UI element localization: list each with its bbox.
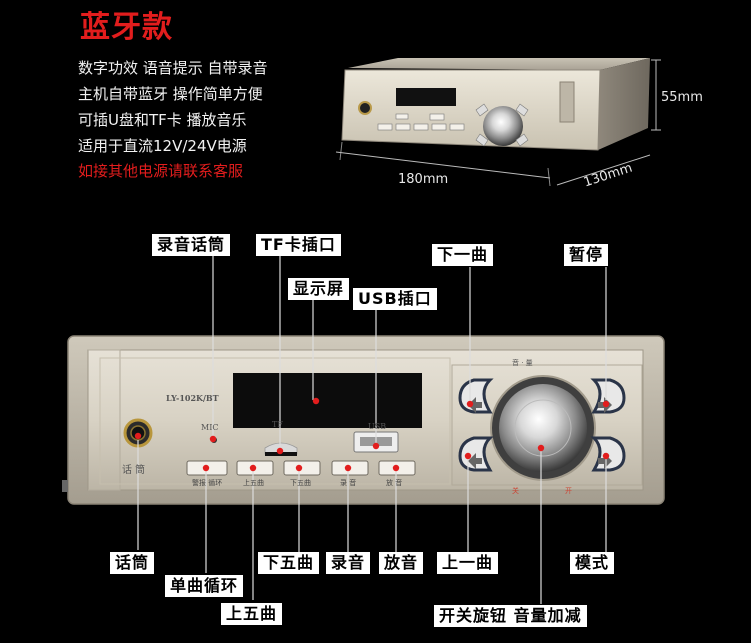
spec-line-3: 可插U盘和TF卡 播放音乐 — [78, 111, 247, 129]
panel-usb-mark: USB — [368, 422, 387, 431]
contact-note: 如接其他电源请联系客服 — [78, 162, 244, 180]
button-label-play: 放 音 — [386, 479, 403, 487]
callout-tf-slot: TF卡插口 — [256, 234, 341, 256]
panel-on-mark: 开 — [565, 487, 572, 495]
callout-prev-five: 上五曲 — [221, 603, 283, 625]
dimension-width: 180mm — [398, 172, 449, 187]
spec-line-2: 主机自带蓝牙 操作简单方便 — [78, 85, 263, 103]
callout-usb-slot: USB插口 — [353, 288, 437, 310]
spec-line-4: 适用于直流12V/24V电源 — [78, 137, 247, 155]
callout-prev-track: 上一曲 — [437, 552, 499, 574]
callout-record-mic: 录音话筒 — [152, 234, 231, 256]
panel-model: LY-102K/BT — [166, 393, 219, 403]
button-label-next-five: 下五曲 — [290, 479, 311, 487]
button-label-alarm-loop: 警报 循环 — [192, 479, 223, 487]
callout-next-five: 下五曲 — [258, 552, 320, 574]
spec-line-1: 数字功效 语音提示 自带录音 — [78, 59, 268, 77]
panel-mic-jack-label: 话 筒 — [122, 465, 146, 476]
button-label-prev-five: 上五曲 — [243, 479, 264, 487]
button-label-record: 录 音 — [340, 479, 357, 487]
dimension-height: 55mm — [661, 90, 703, 105]
panel-tf-mark: TF — [272, 420, 283, 429]
callout-record: 录音 — [326, 552, 371, 574]
page-title: 蓝牙款 — [80, 10, 173, 45]
callout-mic: 话筒 — [110, 552, 155, 574]
callout-single-loop: 单曲循环 — [165, 575, 244, 597]
callout-next-track: 下一曲 — [432, 244, 494, 266]
panel-volume-mark: 音 · 量 — [512, 359, 533, 367]
callout-knob: 开关旋钮 音量加减 — [434, 605, 587, 627]
callout-display: 显示屏 — [288, 278, 350, 300]
panel-mic-mark: MIC — [201, 423, 219, 432]
callout-play: 放音 — [379, 552, 424, 574]
callout-mode: 模式 — [570, 552, 615, 574]
panel-off-mark: 关 — [512, 487, 519, 495]
callout-pause: 暂停 — [564, 244, 609, 266]
